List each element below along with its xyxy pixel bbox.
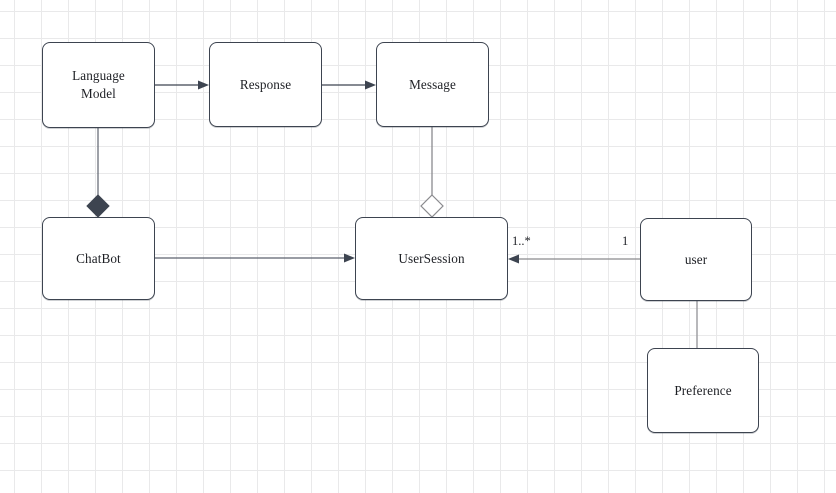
node-message[interactable]: Message bbox=[376, 42, 489, 127]
edge-lm-composes-chatbot bbox=[86, 128, 110, 218]
node-usersession-label: UserSession bbox=[398, 250, 465, 266]
node-usersession[interactable]: UserSession bbox=[355, 217, 508, 300]
edge-response-to-message bbox=[322, 80, 376, 90]
edge-message-aggregates-usersession bbox=[420, 127, 444, 218]
node-language-model[interactable]: Language Model bbox=[42, 42, 155, 128]
edge-user-to-usersession bbox=[508, 254, 640, 264]
node-user[interactable]: user bbox=[640, 218, 752, 301]
node-response-label: Response bbox=[239, 76, 292, 92]
multiplicity-label-one: 1 bbox=[622, 234, 629, 248]
node-response[interactable]: Response bbox=[209, 42, 322, 127]
node-language-model-label: Language Model bbox=[72, 68, 125, 101]
edge-chatbot-to-usersession bbox=[155, 253, 355, 263]
node-preference-label: Preference bbox=[674, 382, 732, 398]
node-chatbot[interactable]: ChatBot bbox=[42, 217, 155, 300]
node-preference[interactable]: Preference bbox=[647, 348, 759, 433]
node-message-label: Message bbox=[409, 76, 456, 92]
edge-lm-to-response bbox=[155, 80, 209, 90]
multiplicity-label-many: 1..* bbox=[512, 234, 531, 248]
node-user-label: user bbox=[684, 251, 708, 267]
node-chatbot-label: ChatBot bbox=[76, 250, 121, 266]
